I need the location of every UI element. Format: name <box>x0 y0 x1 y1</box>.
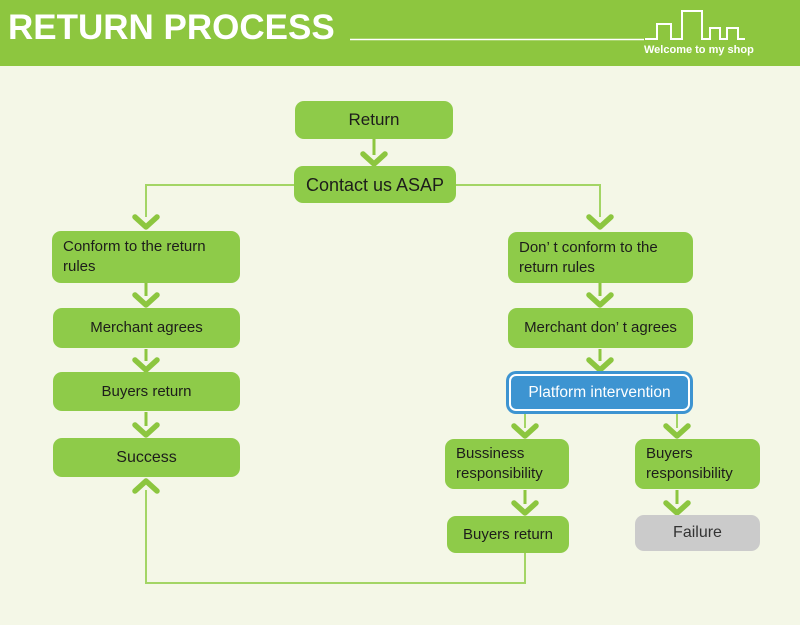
arrowhead-down-icon <box>132 422 160 438</box>
arrowhead-down-icon <box>663 500 691 516</box>
connector-buyers-return-to-success-loop <box>145 490 526 584</box>
arrowhead-down-icon <box>511 500 539 516</box>
node-merchant-agrees: Merchant agrees <box>53 308 240 348</box>
node-return: Return <box>295 101 453 139</box>
header-banner: RETURN PROCESS Welcome to my shop <box>0 0 800 66</box>
node-conform-to-rules: Conform to the return rules <box>52 231 240 283</box>
connector-contact-to-left-branch <box>145 184 294 217</box>
node-merchant-dont-agrees: Merchant don’ t agrees <box>508 308 693 348</box>
arrowhead-down-icon <box>586 214 614 230</box>
node-failure: Failure <box>635 515 760 551</box>
node-contact-us-asap: Contact us ASAP <box>294 166 456 203</box>
arrowhead-up-icon <box>132 478 160 494</box>
arrowhead-down-icon <box>132 357 160 373</box>
arrowhead-down-icon <box>132 292 160 308</box>
node-business-responsibility: Bussiness responsibility <box>445 439 569 489</box>
node-success: Success <box>53 438 240 477</box>
city-skyline-icon <box>645 10 745 40</box>
arrowhead-down-icon <box>132 214 160 230</box>
node-dont-conform-to-rules: Don’ t conform to the return rules <box>508 232 693 283</box>
arrowhead-down-icon <box>586 292 614 308</box>
page-title: RETURN PROCESS <box>8 8 335 47</box>
shop-tagline: Welcome to my shop <box>644 44 754 56</box>
node-buyers-responsibility: Buyers responsibility <box>635 439 760 489</box>
arrowhead-down-icon <box>511 423 539 439</box>
connector-contact-to-right-branch <box>456 184 601 217</box>
header-decoration <box>350 10 745 41</box>
arrowhead-down-icon <box>586 357 614 373</box>
arrowhead-down-icon <box>360 151 388 167</box>
node-platform-intervention: Platform intervention <box>509 374 690 411</box>
node-buyers-return-left: Buyers return <box>53 372 240 411</box>
arrowhead-down-icon <box>663 423 691 439</box>
node-buyers-return-right: Buyers return <box>447 516 569 553</box>
